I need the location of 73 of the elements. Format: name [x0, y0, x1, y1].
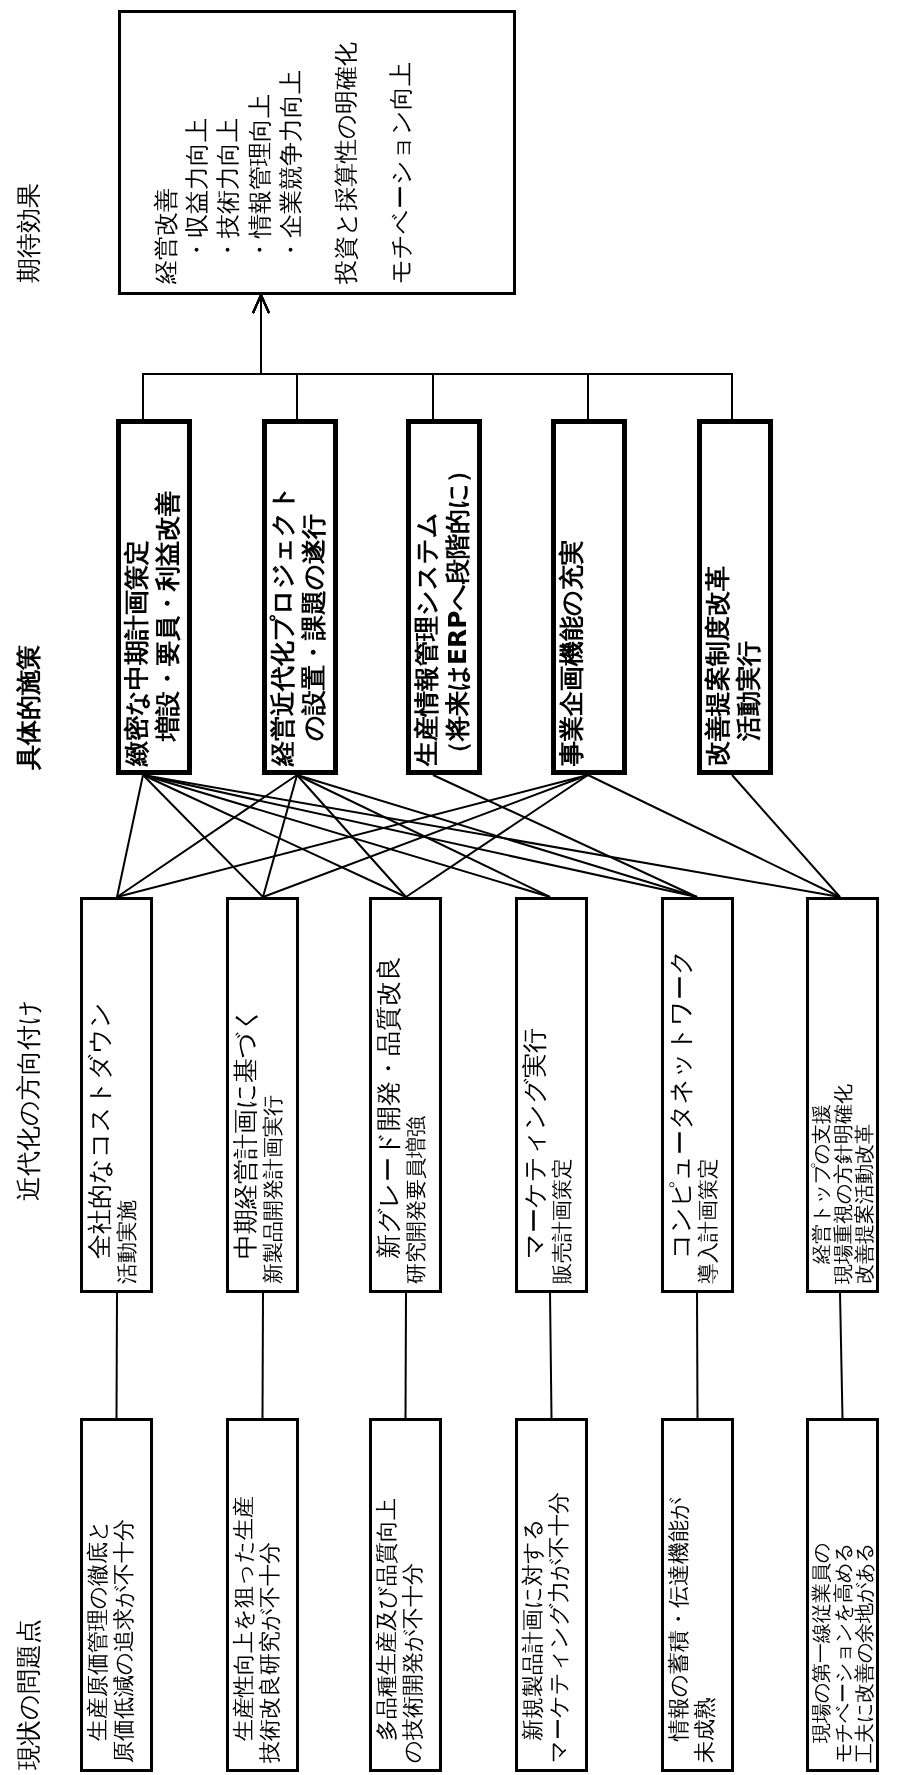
box-text: 改善提案制度改革 — [702, 565, 733, 766]
connector-line — [261, 1292, 264, 1419]
box-text: 経営近代化プロジェクト — [267, 484, 298, 766]
problem-box — [515, 1418, 588, 1772]
connector-line — [115, 1292, 118, 1419]
box-text: 事業企画機能の充実 — [556, 539, 587, 766]
box-text: （将来はERPへ段階的に） — [442, 457, 474, 766]
box-text: 生産性向上を狙った生産技術改良研究が不十分 — [231, 1495, 284, 1763]
connector-line — [839, 1292, 844, 1419]
connector-line — [432, 774, 698, 898]
direction-box — [806, 897, 879, 1293]
column-heading: 具体的施策 — [13, 645, 44, 770]
box-text: ・企業競争力向上 — [275, 69, 306, 265]
column-heading: 近代化の方向付け — [13, 999, 44, 1201]
box-text: 生産原価管理の徹底と原価低減の追求が不十分 — [85, 1518, 138, 1763]
box-text: 販売計画策定 — [550, 1157, 575, 1284]
box-text: の設置・課題の遂行 — [298, 513, 330, 743]
problem-box — [806, 1418, 879, 1772]
box-text: 新グレード開発・品質改良 — [374, 955, 404, 1261]
box-text: マーケティング実行 — [520, 1027, 550, 1261]
connector-line — [116, 774, 298, 898]
connector-line — [731, 774, 841, 898]
measure-box — [116, 419, 192, 775]
connector-line — [404, 1292, 407, 1419]
box-text: 研究開発要員増強 — [404, 1115, 429, 1284]
box-text: 全社的なコストダウン — [85, 1001, 115, 1261]
measure-box — [406, 419, 482, 775]
direction-box — [80, 897, 153, 1293]
box-text: 活動実行 — [733, 640, 765, 743]
problem-box — [369, 1418, 442, 1772]
box-text: 多品種生産及び品質向上の技術開発が不十分 — [374, 1497, 427, 1763]
measure-box — [262, 419, 338, 775]
box-text: 緻密な中期計画策定 — [121, 539, 152, 766]
box-text: コンピュータネットワーク — [666, 948, 696, 1261]
box-text: ・収益力向上 — [182, 117, 213, 265]
connector-line — [696, 1292, 699, 1419]
box-text: 生産情報管理システム — [411, 511, 442, 766]
box-text: 経営改善 — [151, 187, 181, 284]
box-text: 新規製品計画に対するマーケティング力が不十分 — [520, 1491, 573, 1763]
column-heading: 現状の問題点 — [13, 1619, 44, 1770]
direction-box — [515, 897, 588, 1293]
box-text: 経営トップの支援 — [811, 1103, 833, 1266]
box-text: 導入計画策定 — [696, 1157, 721, 1284]
box-text: 増設・要員・利益改善 — [152, 490, 184, 744]
box-text: 投資と採算性の明確化 — [330, 41, 361, 284]
box-text: 情報の蓄積・伝達機能が未成熟 — [666, 1496, 719, 1763]
connector-line — [549, 1292, 553, 1419]
box-text: モチベーション向上 — [386, 61, 417, 284]
direction-box — [226, 897, 299, 1293]
measure-box — [551, 419, 627, 775]
problem-box — [226, 1418, 299, 1772]
measure-box — [697, 419, 773, 775]
box-text: 活動実施 — [115, 1199, 140, 1284]
connector-line — [262, 774, 298, 898]
direction-box — [661, 897, 734, 1293]
connector-line — [116, 774, 144, 898]
direction-box — [369, 897, 442, 1293]
column-heading: 期待効果 — [13, 183, 44, 283]
problem-box — [661, 1418, 734, 1772]
connector-line — [405, 774, 589, 898]
arrow — [252, 294, 733, 420]
box-text: ・技術力向上 — [213, 117, 244, 265]
box-text: 新製品開発計画実行 — [261, 1094, 286, 1284]
box-text: 現場の第一線従業員のモチベーションを高める工夫に改善の余地がある — [811, 1542, 876, 1763]
box-text: 中期経営計画に基づく — [231, 1005, 261, 1261]
box-text: 現場重視の方針明確化 — [832, 1083, 855, 1284]
box-text: 改善提案活動改革 — [854, 1124, 876, 1284]
connector-line — [142, 774, 264, 898]
problem-box — [80, 1418, 153, 1772]
connector-line — [587, 774, 841, 898]
effect-box — [118, 10, 516, 295]
connector-line — [296, 774, 407, 898]
box-text: ・情報管理向上 — [244, 93, 275, 265]
